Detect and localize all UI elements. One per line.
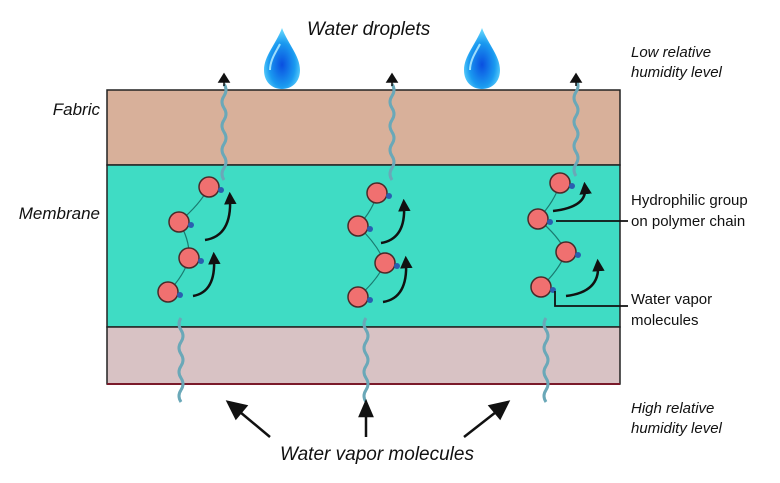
curved-arrow-icon	[552, 181, 592, 213]
membrane-label: Membrane	[19, 204, 100, 223]
polymer-chain	[167, 186, 210, 293]
water-molecule	[527, 208, 549, 230]
curved-arrow-icon	[380, 198, 411, 245]
water-molecule	[530, 276, 552, 298]
high-humidity-label-line1: High relative	[631, 400, 714, 417]
hydrophilic-group	[188, 222, 194, 228]
polymer-chain	[537, 182, 567, 288]
water-droplets-label: Water droplets	[307, 19, 431, 40]
vapor-path	[388, 83, 396, 181]
water-molecule	[347, 215, 369, 237]
curved-arrow-icon	[192, 251, 221, 298]
exit-arrows	[217, 72, 583, 86]
low-humidity-label-line1: Low relative	[631, 44, 711, 61]
water-molecule	[366, 182, 388, 204]
hydrophilic-group	[367, 297, 373, 303]
water-molecule	[347, 286, 369, 308]
high-humidity-label-line2: humidity level	[631, 420, 723, 437]
vapor-molecules-label-line2: molecules	[631, 312, 699, 329]
water-molecule	[178, 247, 200, 269]
vapor-paths-bottom	[177, 317, 550, 403]
hydrophilic-group	[198, 258, 204, 264]
polymer-chains	[157, 172, 605, 308]
curved-arrow-icon	[565, 258, 605, 298]
water-droplet-icon	[264, 28, 300, 89]
fabric-layer	[106, 89, 621, 166]
vapor-path	[572, 79, 580, 177]
hydrophilic-group	[367, 226, 373, 232]
arrow-icon	[225, 400, 249, 421]
arrow-icon	[358, 398, 374, 418]
water-molecule	[198, 176, 220, 198]
water-droplets	[264, 28, 500, 89]
water-molecule	[168, 211, 190, 233]
hydrophilic-group	[218, 187, 224, 193]
hydrophilic-label-line1: Hydrophilic group	[631, 192, 748, 209]
vapor-entry-arrows	[225, 398, 511, 438]
hydrophilic-group	[547, 219, 553, 225]
vapor-path	[177, 317, 185, 403]
water-molecule	[555, 241, 577, 263]
water-molecule	[549, 172, 571, 194]
hydrophilic-group	[569, 183, 575, 189]
fabric-label: Fabric	[53, 100, 101, 119]
low-humidity-label-line2: humidity level	[631, 64, 723, 81]
arrow-up-icon	[385, 72, 399, 83]
water-molecule	[374, 252, 396, 274]
vapor-path	[362, 317, 370, 403]
hydrophilic-group	[177, 292, 183, 298]
arrow-up-icon	[569, 72, 583, 83]
water-vapor-molecules-label: Water vapor molecules	[280, 444, 474, 465]
vapor-path	[220, 83, 228, 181]
vapor-molecules-label-line1: Water vapor	[631, 291, 712, 308]
polymer-chain	[357, 192, 386, 298]
water-droplet-icon	[464, 28, 500, 89]
hydrophilic-group	[386, 193, 392, 199]
arrow-up-icon	[217, 72, 231, 83]
hydrophilic-group	[575, 252, 581, 258]
vapor-path	[542, 317, 550, 403]
curved-arrow-icon	[204, 191, 237, 242]
arrow-icon	[487, 400, 511, 421]
vapor-paths-top	[220, 79, 580, 181]
hydrophilic-group	[394, 263, 400, 269]
leader-lines	[554, 220, 628, 307]
hydrophilic-label-line2: on polymer chain	[631, 213, 745, 230]
water-molecule	[157, 281, 179, 303]
curved-arrow-icon	[382, 255, 413, 304]
